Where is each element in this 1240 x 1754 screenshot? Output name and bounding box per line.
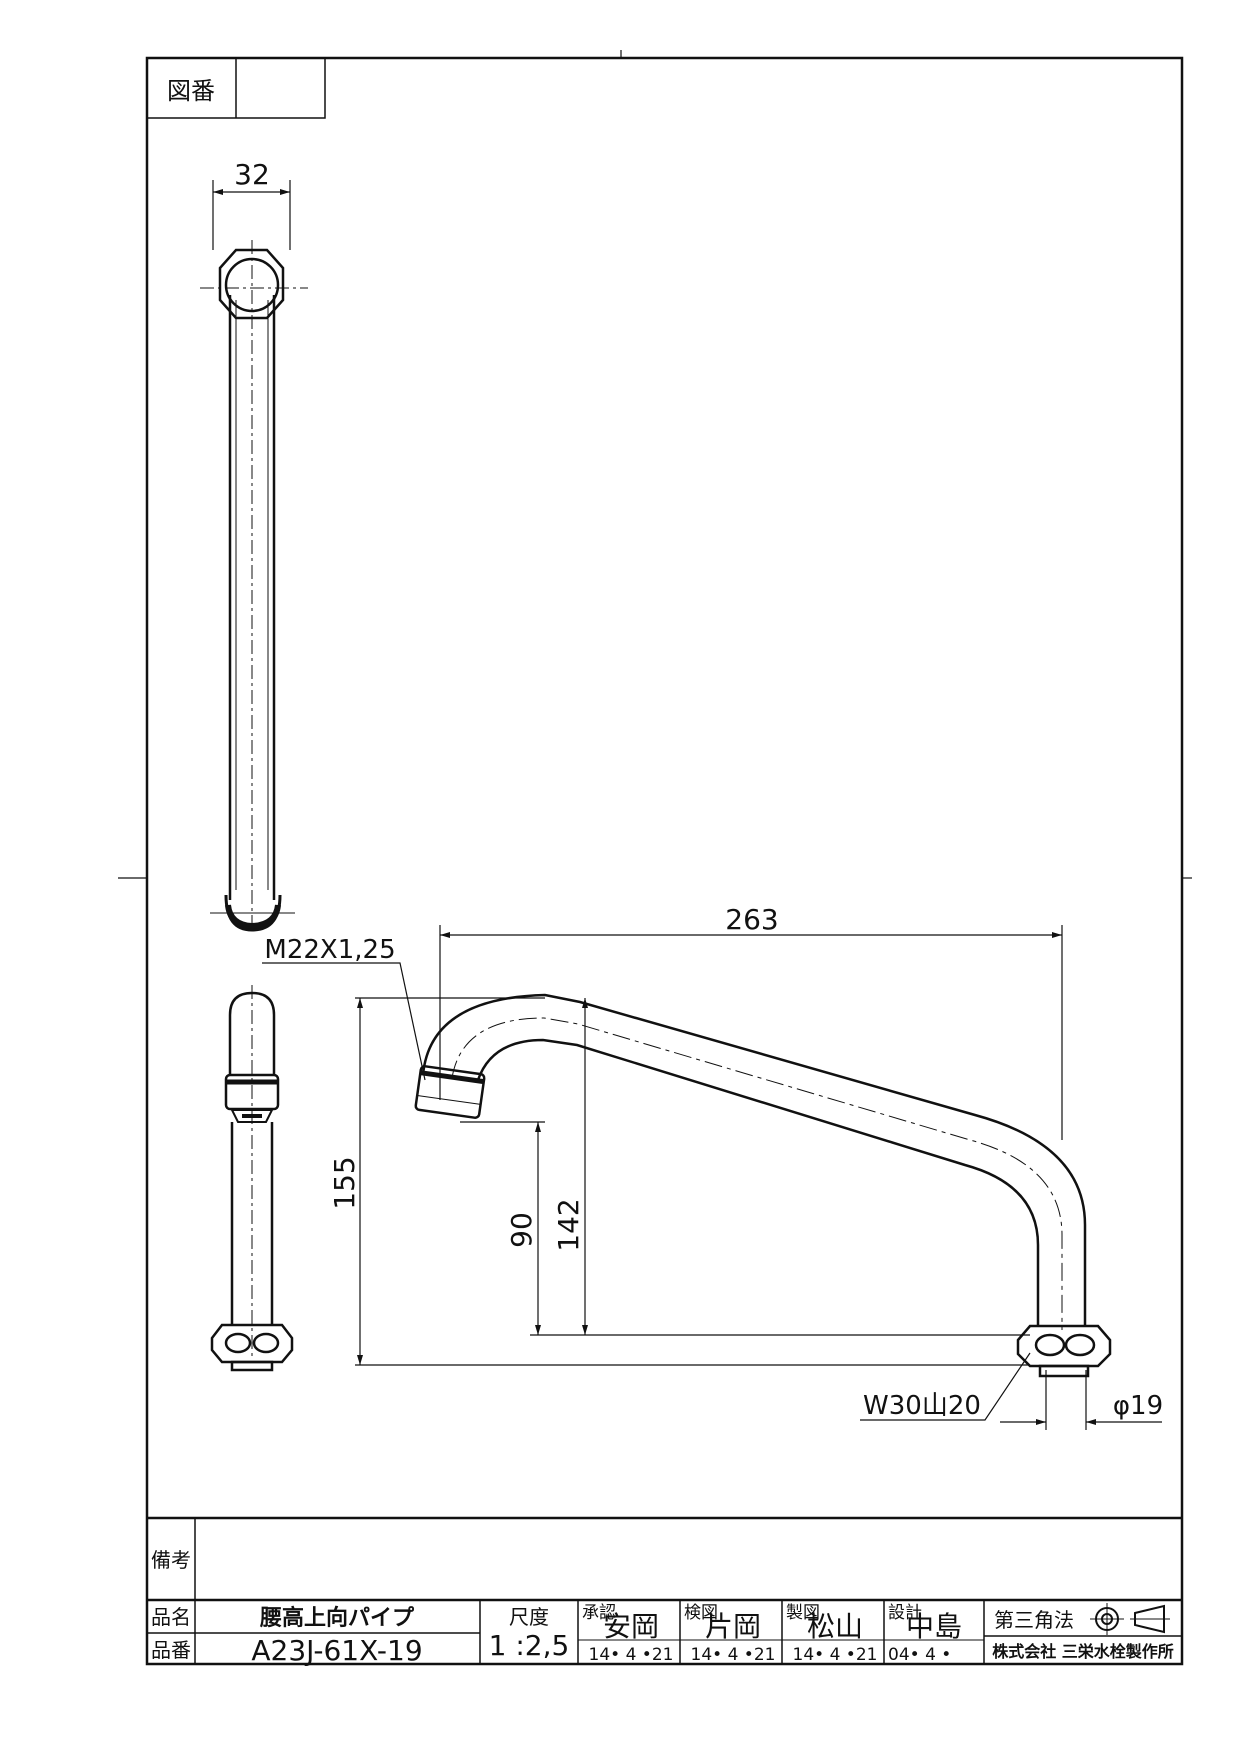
dim-total-height: 155: [328, 1156, 361, 1209]
dim-base-diameter: φ19: [1113, 1391, 1163, 1421]
dim-thread-spec: M22X1,25: [264, 935, 395, 965]
product-name: 腰高上向パイプ: [259, 1605, 415, 1631]
projection-label: 第三角法: [994, 1608, 1074, 1632]
dim-horizontal-length: 263: [725, 903, 778, 936]
design-label: 設計: [888, 1603, 922, 1623]
dimension-lines: [262, 925, 1162, 1430]
drafting-name: 松山: [807, 1610, 863, 1643]
dim-top-width: 32: [234, 158, 270, 191]
product-number: A23J-61X-19: [251, 1634, 422, 1667]
design-name: 中島: [906, 1610, 962, 1643]
scale-value: 1 :2,5: [489, 1629, 570, 1662]
approval-name: 安岡: [603, 1610, 659, 1643]
third-angle-projection-icon: [1090, 1603, 1170, 1635]
drafting-date: 14• 4 •21: [793, 1645, 878, 1665]
approval-date: 14• 4 •21: [589, 1645, 674, 1665]
product-name-label: 品名: [151, 1605, 191, 1629]
title-block: [147, 1516, 1182, 1664]
dim-spout-height: 90: [505, 1212, 538, 1248]
approval-label: 承認: [582, 1603, 616, 1623]
sheet-frame: [118, 50, 1192, 1666]
remarks-label: 備考: [151, 1548, 191, 1572]
check-label: 検図: [684, 1603, 718, 1623]
scale-label: 尺度: [509, 1605, 549, 1629]
drafting-label: 製図: [786, 1603, 820, 1623]
check-name: 片岡: [705, 1610, 761, 1643]
check-date: 14• 4 •21: [691, 1645, 776, 1665]
company-name: 株式会社 三栄水栓製作所: [992, 1642, 1174, 1661]
product-number-label: 品番: [151, 1638, 191, 1662]
side-view-lower: [210, 985, 294, 1372]
dim-base-thread: W30山20: [863, 1391, 981, 1421]
design-date: 04• 4 •: [888, 1645, 951, 1665]
drawing-number-label: 図番: [167, 77, 215, 105]
front-view-spout: [414, 993, 1112, 1378]
dim-inner-height: 142: [552, 1198, 585, 1251]
side-view-upper: [200, 180, 308, 932]
drawing-number-box: 図番: [146, 57, 326, 119]
